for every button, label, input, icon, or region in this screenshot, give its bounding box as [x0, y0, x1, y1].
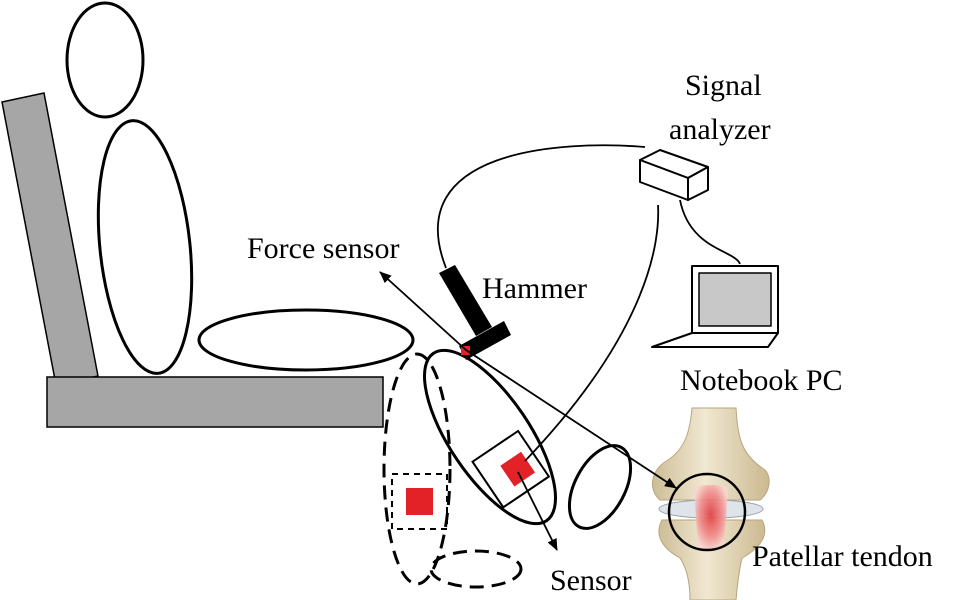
- seated-person: [65, 1, 633, 530]
- dashed-foot: [429, 549, 523, 589]
- pc-cable: [679, 199, 741, 265]
- notebook-pc-label: Notebook PC: [680, 364, 843, 397]
- chair-backrest: [1, 92, 99, 386]
- laptop-screen: [698, 272, 772, 327]
- thigh: [197, 308, 415, 372]
- alternate-leg-position: [382, 352, 523, 589]
- signal-analyzer: [639, 149, 709, 201]
- tendon-arrow: [465, 349, 677, 489]
- sensor-label: Sensor: [550, 564, 632, 597]
- patellar-tendon-label: Patellar tendon: [752, 540, 933, 573]
- tibia: [658, 519, 766, 600]
- sensor-cable: [524, 204, 660, 462]
- head: [65, 1, 145, 119]
- hammer-cable: [437, 144, 646, 269]
- force-sensor-label: Force sensor: [247, 232, 399, 265]
- dashed-lower-leg: [382, 352, 452, 586]
- hammer-head: [459, 321, 511, 360]
- analyzer-side: [687, 166, 709, 201]
- dashed-sensor-marker: [406, 488, 433, 515]
- signal-analyzer-label-line2: analyzer: [669, 113, 771, 146]
- notebook-pc: [651, 265, 779, 348]
- force-sensor-arrow: [379, 271, 467, 351]
- sensor-arrow: [517, 471, 558, 551]
- knee-anatomy: [652, 407, 770, 600]
- torso: [96, 119, 194, 375]
- tendon-highlight-circle: [667, 472, 747, 552]
- patellar-tendon: [694, 485, 728, 551]
- chair-seat: [46, 376, 384, 428]
- arrows: [379, 271, 677, 551]
- foot: [567, 444, 633, 530]
- chair: [1, 92, 384, 428]
- femur: [652, 407, 770, 501]
- hammer-label: Hammer: [482, 272, 587, 305]
- laptop-keyboard: [651, 332, 779, 348]
- cables: [437, 144, 741, 462]
- dashed-sensor-box: [391, 473, 448, 530]
- lower-leg: [423, 348, 557, 526]
- leg-sensor: [471, 429, 551, 509]
- hammer-handle: [439, 265, 492, 336]
- signal-analyzer-label-line1: Signal: [685, 69, 762, 102]
